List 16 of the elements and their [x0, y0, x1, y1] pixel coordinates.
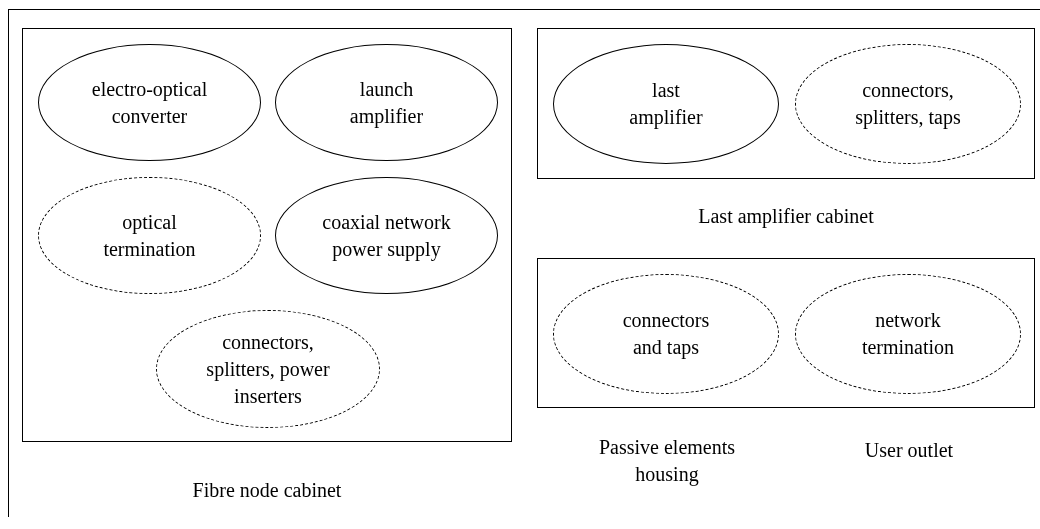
ellipse-label: launch amplifier — [348, 76, 425, 130]
node-label: User outlet — [863, 438, 955, 463]
ellipse — [275, 44, 498, 161]
cabinet-label: Last amplifier cabinet — [698, 204, 874, 230]
ellipse-label: electro-optical converter — [90, 76, 209, 129]
ellipse-label: optical termination — [102, 209, 197, 262]
ellipse-label: coaxial network power supply — [321, 209, 452, 263]
cabinet-label: Fibre node cabinet — [192, 478, 342, 503]
ellipse — [38, 44, 261, 161]
ellipse — [275, 177, 498, 294]
ellipse-label: connectors, splitters, taps — [854, 78, 962, 131]
ellipse-label: connectors and taps — [621, 308, 711, 361]
ellipse-label: network termination — [860, 308, 956, 360]
ellipse-label: connectors, splitters, power inserters — [205, 329, 331, 409]
node-label: Passive elements housing — [597, 435, 737, 488]
ellipse-label: last amplifier — [628, 78, 704, 131]
